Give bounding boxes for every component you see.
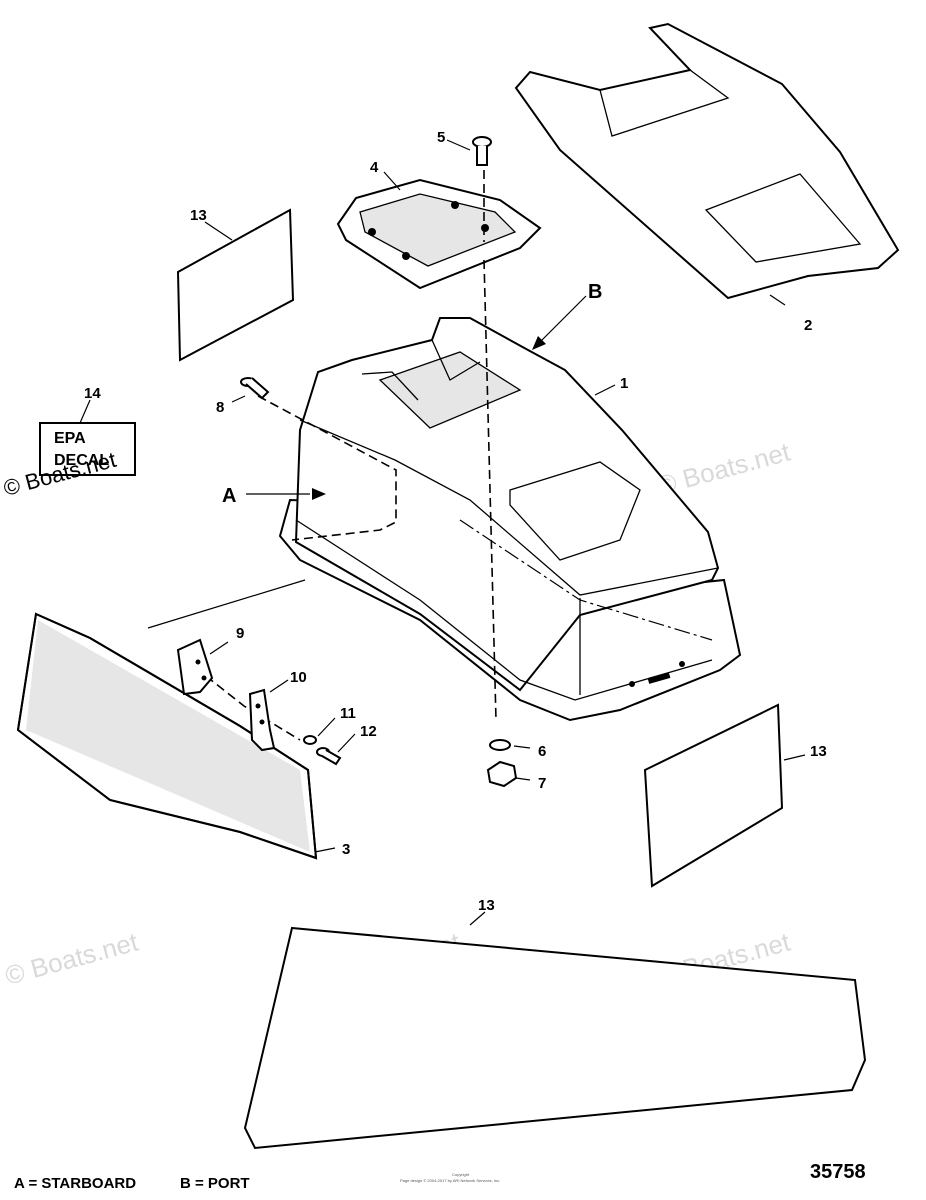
callout-8: 8 [216, 399, 224, 416]
callout-6: 6 [538, 743, 546, 760]
callout-1: 1 [620, 375, 628, 392]
assembly-line [147, 579, 306, 629]
decal-line-2: DECAL [54, 452, 109, 469]
part-1-cowl [278, 317, 742, 722]
part-13-decal-upper-left [176, 208, 295, 362]
figure-number: 35758 [810, 1161, 866, 1183]
legend-port: B = PORT [180, 1175, 250, 1192]
legend-starboard: A = STARBOARD [14, 1175, 136, 1192]
callout-13: 13 [810, 743, 827, 760]
callout-7: 7 [538, 775, 546, 792]
callout-9: 9 [236, 625, 244, 642]
part-13-decal-bottom [243, 926, 867, 1150]
copyright-line-1: Copyright [452, 1172, 470, 1177]
copyright-line-2: Page design © 2004-2017 by ARI Network S… [400, 1178, 500, 1183]
watermark: © Boats.net [2, 926, 142, 990]
part-7-nut [486, 760, 518, 788]
callout-13: 13 [190, 207, 207, 224]
callout-A: A [222, 485, 236, 507]
part-13-decal-right [643, 703, 784, 888]
assembly-line [483, 259, 497, 721]
part-6-washer [489, 739, 511, 751]
callout-12: 12 [360, 723, 377, 740]
callout-5: 5 [437, 129, 445, 146]
callout-3: 3 [342, 841, 350, 858]
part-4-top-plate [336, 178, 542, 290]
assembly-line [205, 675, 301, 741]
callout-14: 14 [84, 385, 101, 402]
callout-4: 4 [370, 159, 379, 176]
part-8-screw [240, 377, 270, 400]
callout-10: 10 [290, 669, 307, 686]
part-12-screw [316, 747, 342, 766]
callout-11: 11 [340, 705, 356, 722]
decal-line-1: EPA [54, 430, 86, 447]
callout-B: B [588, 281, 602, 303]
part-10-bracket [248, 688, 276, 752]
part-2-top-pad [514, 22, 900, 300]
assembly-line [257, 395, 397, 541]
part-11-washer [303, 735, 317, 745]
part-9-bracket [176, 638, 214, 696]
part-14-epa-decal: EPA DECAL [39, 422, 136, 476]
part-5-screw [472, 136, 492, 166]
callout-13: 13 [478, 897, 495, 914]
callout-2: 2 [804, 317, 812, 334]
